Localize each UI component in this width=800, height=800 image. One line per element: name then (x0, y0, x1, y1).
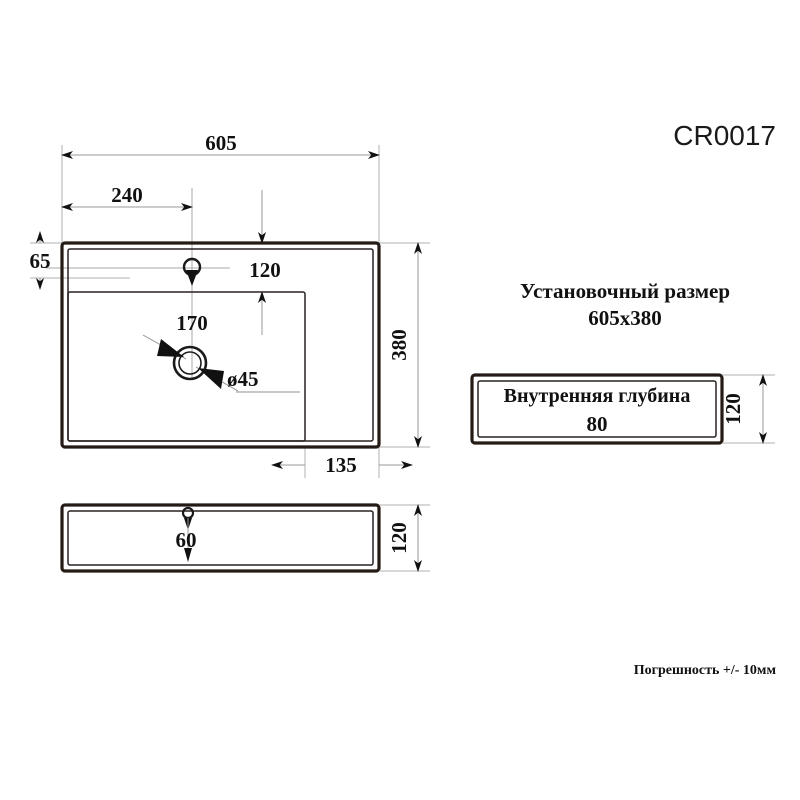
dimension-120-front: 120 (387, 504, 422, 572)
dimension-60-text: 60 (176, 528, 197, 552)
dimension-240: 240 (61, 183, 193, 211)
dimension-135: 135 (271, 453, 413, 477)
inner-depth-value: 80 (587, 412, 608, 436)
tap-hole-plan (182, 257, 202, 286)
dimension-120-box-text: 120 (721, 393, 745, 425)
dimension-120-front-text: 120 (387, 522, 411, 554)
basin-bowl-outline (67, 291, 306, 442)
dimension-65: 65 (30, 231, 51, 290)
dimension-135-text: 135 (325, 453, 357, 477)
dimension-605-text: 605 (205, 131, 237, 155)
dimension-240-text: 240 (111, 183, 143, 207)
install-size-title: Установочный размер (520, 279, 730, 303)
dimension-120-rim-text: 120 (249, 258, 281, 282)
top-view-extension-lines (30, 145, 430, 478)
inner-depth-callout-group: 120 (470, 373, 775, 445)
diameter-45-callout: ø45 (142, 334, 300, 393)
dimension-65-text: 65 (30, 249, 51, 273)
tap-hole-front: 60 (176, 506, 197, 562)
dimension-120-rim: 120 (249, 190, 281, 335)
inner-depth-box-inner-edge (477, 380, 717, 438)
drain-hole-plan (172, 345, 208, 381)
tolerance-note: Погрешность +/- 10мм (634, 663, 777, 678)
inner-depth-label: Внутренняя глубина (504, 385, 691, 407)
basin-front-inner-edge (67, 510, 374, 566)
install-size-value: 605x380 (588, 306, 662, 330)
dimension-380: 380 (387, 242, 422, 448)
dimension-380-text: 380 (387, 329, 411, 361)
front-view-group: 60 120 (60, 503, 430, 573)
top-view-group: 605 240 65 120 (30, 131, 430, 478)
model-code-label: CR0017 (673, 120, 776, 151)
basin-outer-outline (60, 241, 381, 449)
dimension-120-box: 120 (721, 374, 767, 444)
dimension-605: 605 (61, 131, 380, 159)
inner-depth-box (470, 373, 724, 445)
basin-front-outline (60, 503, 381, 573)
diameter-45-text: ø45 (227, 367, 259, 391)
dimension-170-text: 170 (176, 311, 208, 335)
